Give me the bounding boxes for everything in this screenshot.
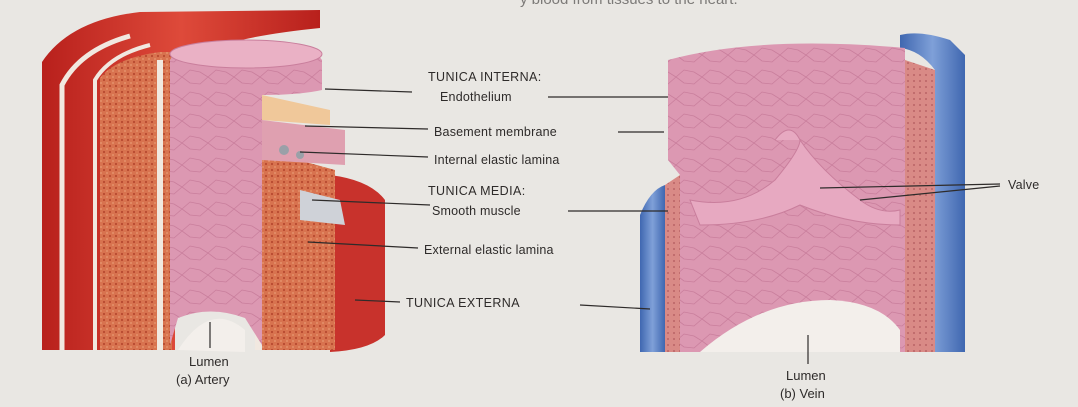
artery-lumen-label: Lumen: [189, 354, 229, 369]
vein-caption: (b) Vein: [780, 386, 825, 401]
label-tunica-externa: TUNICA EXTERNA: [406, 296, 520, 310]
label-external-elastic-lamina: External elastic lamina: [424, 243, 554, 257]
label-internal-elastic-lamina: Internal elastic lamina: [434, 153, 560, 167]
label-basement-membrane: Basement membrane: [434, 125, 557, 139]
top-caption-text: y blood from tissues to the heart.: [520, 0, 738, 8]
label-tunica-interna: TUNICA INTERNA:: [428, 70, 542, 84]
vein-illustration: [640, 33, 965, 352]
label-valve: Valve: [1008, 178, 1039, 192]
label-tunica-media: TUNICA MEDIA:: [428, 184, 526, 198]
label-endothelium: Endothelium: [440, 90, 512, 104]
artery-caption: (a) Artery: [176, 372, 229, 387]
artery-illustration: [42, 10, 385, 352]
label-smooth-muscle: Smooth muscle: [432, 204, 521, 218]
vein-lumen-label: Lumen: [786, 368, 826, 383]
